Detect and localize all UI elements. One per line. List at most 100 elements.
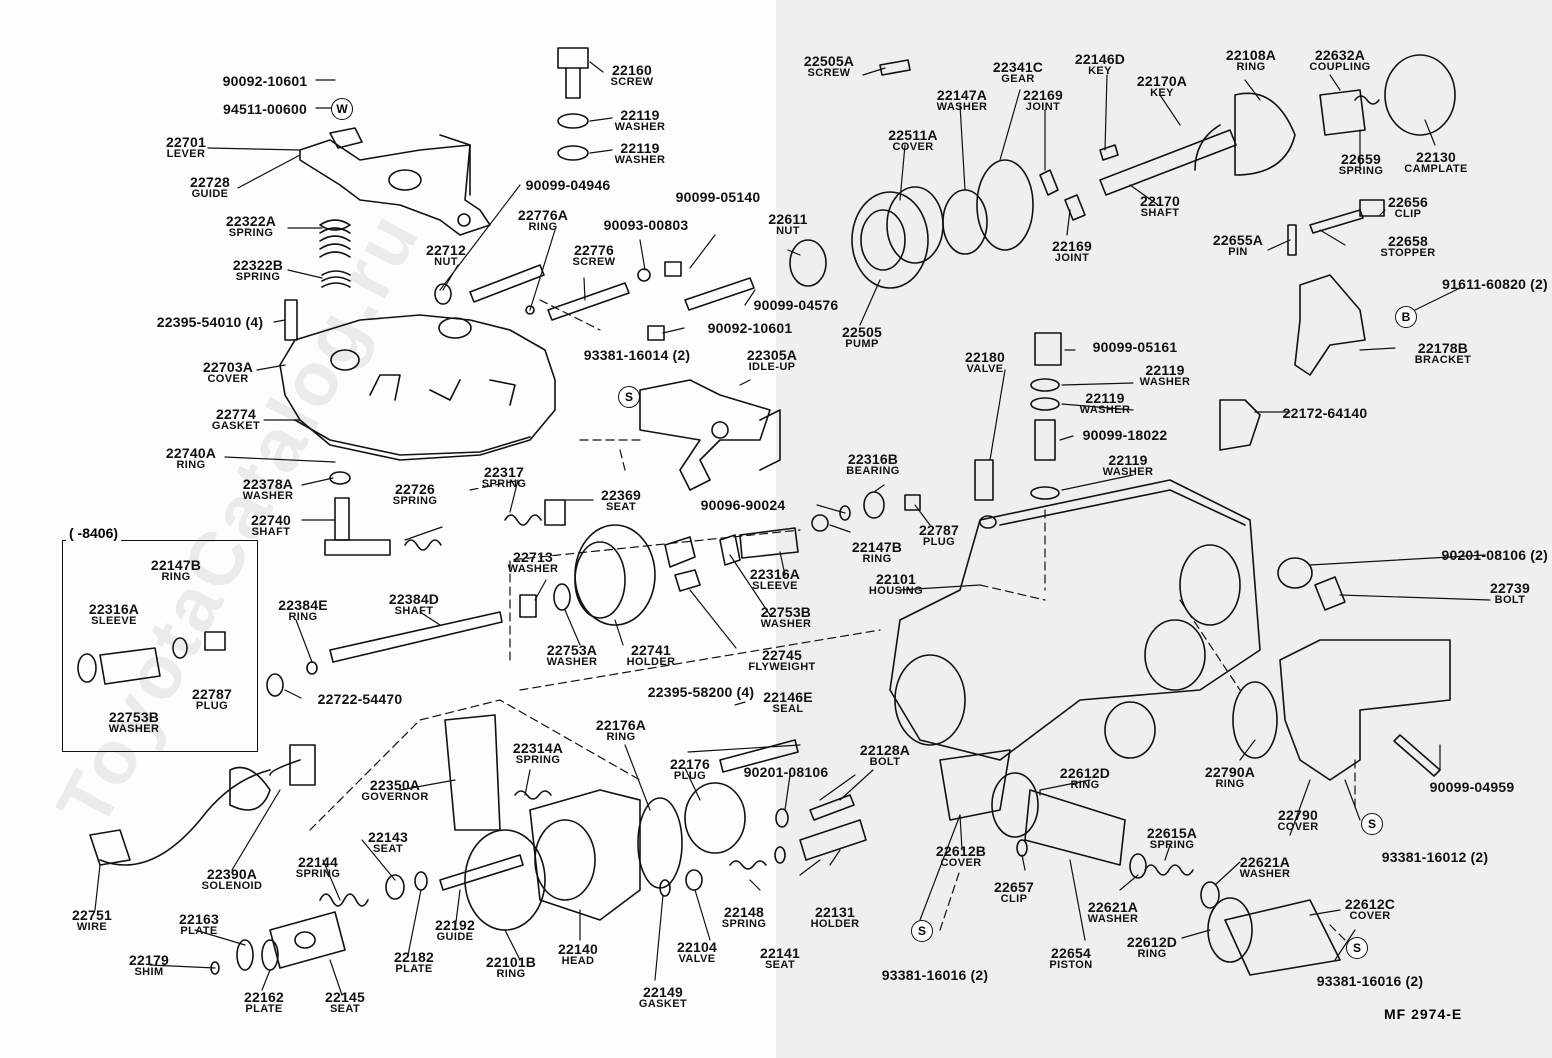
part-number: 22178B xyxy=(1417,340,1469,356)
part-name: WASHER xyxy=(1139,376,1191,388)
part-name: SEAT xyxy=(605,501,637,513)
part-number: 22149 xyxy=(643,984,683,1000)
background-shade xyxy=(776,0,1552,1058)
part-name: PLUG xyxy=(673,770,707,782)
part-name: RING xyxy=(496,968,526,980)
part-label-90092-10601: 90092-10601 xyxy=(223,74,308,88)
part-number: 22108A xyxy=(1225,47,1277,63)
part-number: 90096-90024 xyxy=(700,497,786,513)
part-name: GASKET xyxy=(211,420,261,432)
part-number: 90099-05161 xyxy=(1092,339,1178,355)
part-name: GASKET xyxy=(638,998,688,1010)
part-number: 22395-58200 (4) xyxy=(647,684,755,700)
part-number: 22621A xyxy=(1087,899,1139,915)
part-number: 22369 xyxy=(601,487,641,503)
part-name: SHIM xyxy=(134,966,164,978)
part-number: 22612B xyxy=(935,843,987,859)
valve-stack-drawing xyxy=(839,332,1261,529)
part-name: SCREW xyxy=(807,67,851,79)
part-name: PLATE xyxy=(395,963,433,975)
part-number: 22739 xyxy=(1490,580,1530,596)
part-name: WASHER xyxy=(1102,466,1154,478)
part-name: WASHER xyxy=(1079,404,1131,416)
part-number: 22179 xyxy=(129,952,169,968)
part-number: 22790A xyxy=(1204,764,1256,780)
part-number: 90092-10601 xyxy=(707,320,793,336)
part-number: 22322A xyxy=(225,213,277,229)
part-number: 22654 xyxy=(1051,945,1091,961)
piston-group-drawing xyxy=(991,772,1341,976)
bolts-drawing xyxy=(434,47,755,341)
part-name: PLATE xyxy=(245,1003,283,1015)
part-number: 22511A xyxy=(888,127,938,143)
part-number: 22390A xyxy=(206,866,258,882)
part-label-93381-16014: 93381-16014 (2) xyxy=(584,348,691,362)
part-number: 22147A xyxy=(936,87,988,103)
part-number: 22722-54470 xyxy=(317,691,403,707)
part-number: 22787 xyxy=(192,686,232,702)
part-name: GUIDE xyxy=(436,931,474,943)
part-number: 22140 xyxy=(558,941,598,957)
part-label-93381-16016: 93381-16016 (2) xyxy=(1317,974,1424,988)
part-label-94511-00600: 94511-00600 xyxy=(223,102,307,116)
part-number: 22612D xyxy=(1126,934,1178,950)
part-name: RING xyxy=(528,221,558,233)
part-number: 93381-16014 (2) xyxy=(583,347,691,363)
part-name: BOLT xyxy=(869,756,901,768)
part-number: 22658 xyxy=(1388,233,1428,249)
part-label-93381-16016: 93381-16016 (2) xyxy=(882,968,989,982)
part-name: IDLE-UP xyxy=(748,361,796,373)
part-number: 22384D xyxy=(388,591,440,607)
part-name: WASHER xyxy=(507,563,559,575)
part-number: 22774 xyxy=(216,406,256,422)
part-number: 90099-05140 xyxy=(675,189,761,205)
s-symbol: S xyxy=(1361,813,1383,835)
w-symbol: W xyxy=(331,98,353,120)
part-number: 22776A xyxy=(517,207,569,223)
part-label-90099-04946: 90099-04946 xyxy=(526,178,611,192)
part-name: SPRING xyxy=(481,478,527,490)
part-label-90099-04959: 90099-04959 xyxy=(1430,780,1515,794)
part-number: 22505A xyxy=(803,53,855,69)
part-name: VALVE xyxy=(966,363,1004,375)
part-number: 22176 xyxy=(670,756,710,772)
part-number: 93381-16016 (2) xyxy=(1316,973,1424,989)
part-number: 22147B xyxy=(851,539,903,555)
part-number: 22378A xyxy=(242,476,294,492)
part-number: 22314A xyxy=(512,740,564,756)
part-number: 22776 xyxy=(574,242,614,258)
part-name: SPRING xyxy=(392,495,438,507)
part-label-90093-00803: 90093-00803 xyxy=(604,218,689,232)
part-number: 22163 xyxy=(179,911,219,927)
part-name: SLEEVE xyxy=(91,615,137,627)
part-number: 22790 xyxy=(1278,807,1318,823)
part-name: WASHER xyxy=(242,490,294,502)
